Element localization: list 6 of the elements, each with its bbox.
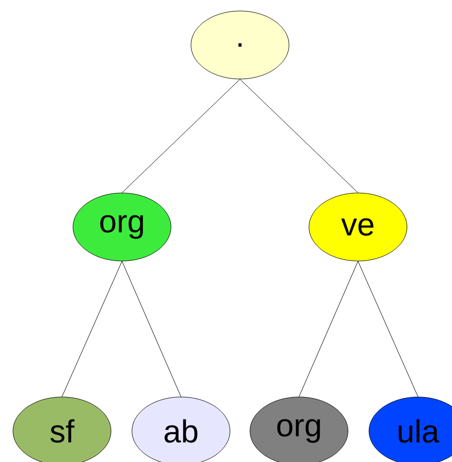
tree-line bbox=[62, 261, 122, 397]
tree-line bbox=[122, 261, 182, 397]
tree-line bbox=[122, 79, 240, 193]
tree-line bbox=[240, 79, 358, 193]
tree-line bbox=[298, 261, 358, 397]
tree-line bbox=[358, 261, 418, 397]
